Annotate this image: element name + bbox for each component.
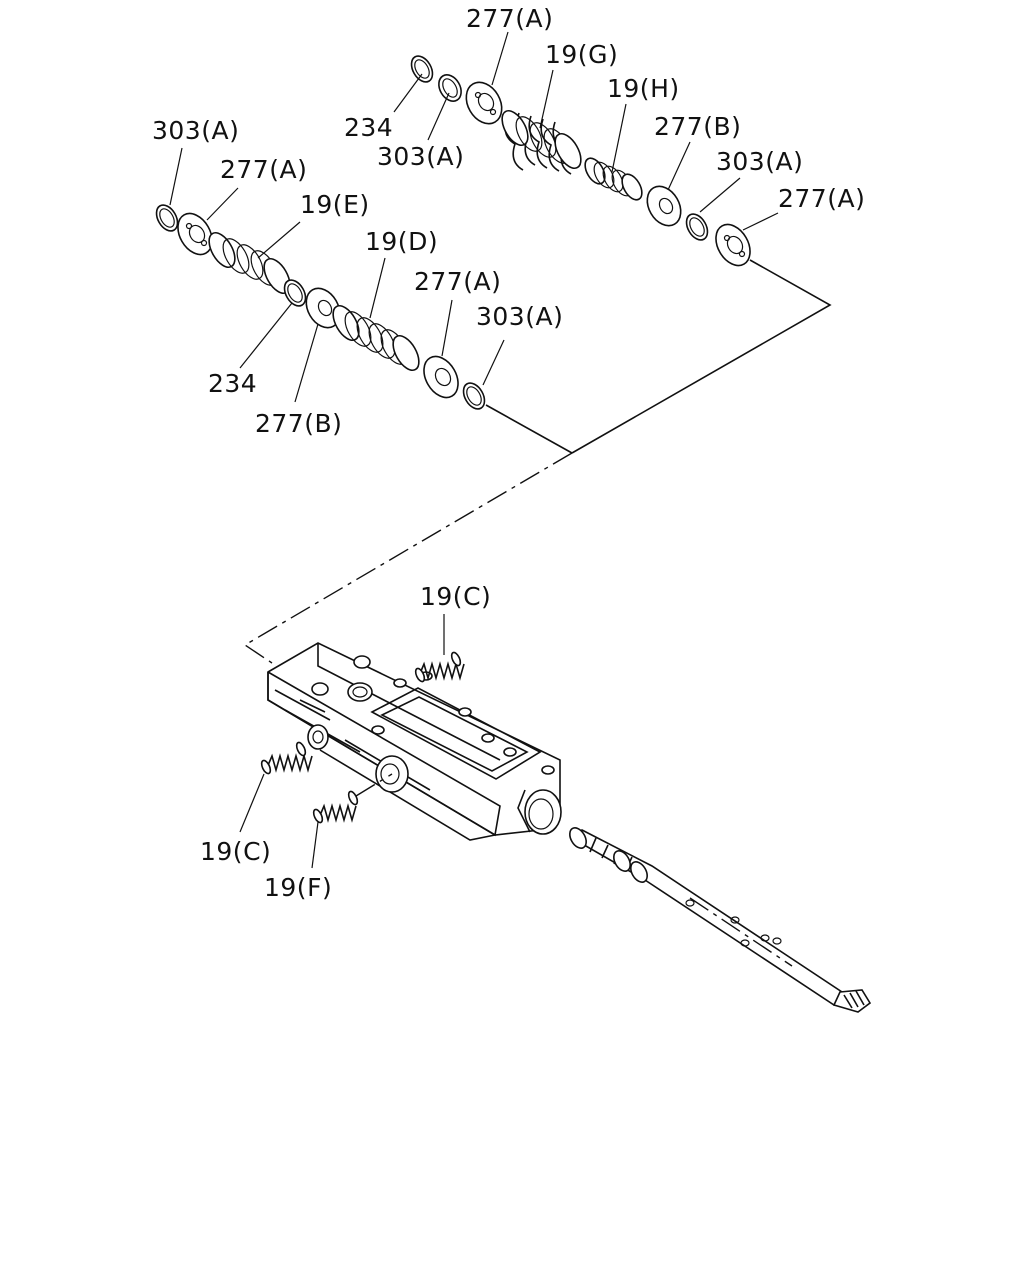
snap-ring-303a-right bbox=[685, 213, 709, 241]
spring-19g bbox=[501, 110, 582, 175]
assembly-line-down bbox=[243, 452, 573, 664]
assembly-line-right bbox=[571, 259, 832, 454]
label-303a-mid: 303(A) bbox=[476, 302, 563, 331]
leader-lines bbox=[169, 31, 779, 869]
valve-body bbox=[267, 642, 562, 841]
spring-19c-top bbox=[414, 651, 465, 683]
label-19c-left: 19(C) bbox=[200, 837, 271, 866]
label-19c-top: 19(C) bbox=[420, 582, 491, 611]
label-303a-right: 303(A) bbox=[716, 147, 803, 176]
label-277a-left: 277(A) bbox=[220, 155, 307, 184]
snap-ring-303a-mid bbox=[462, 382, 486, 410]
label-277b-left: 277(B) bbox=[255, 409, 342, 438]
spring-19c-left bbox=[260, 741, 313, 775]
retainer-277a-mid bbox=[423, 355, 459, 399]
label-19d: 19(D) bbox=[365, 227, 438, 256]
label-19e: 19(E) bbox=[300, 190, 370, 219]
label-234-left: 234 bbox=[208, 369, 257, 398]
washer-277b-top bbox=[646, 185, 682, 227]
assembly-line-mid bbox=[485, 404, 573, 454]
label-277a-top: 277(A) bbox=[466, 4, 553, 33]
snap-ring-303a-top bbox=[438, 74, 462, 102]
label-303a-left: 303(A) bbox=[152, 116, 239, 145]
washer-277b-left bbox=[305, 287, 341, 329]
label-19f: 19(F) bbox=[264, 873, 332, 902]
spring-19f bbox=[312, 773, 393, 824]
spring-19h bbox=[584, 157, 643, 201]
label-234-top: 234 bbox=[344, 113, 393, 142]
snap-ring-234-left bbox=[283, 279, 307, 307]
spring-19d bbox=[332, 305, 420, 371]
label-303a-top: 303(A) bbox=[377, 142, 464, 171]
retainer-277a-left bbox=[177, 212, 213, 256]
label-19h: 19(H) bbox=[607, 74, 680, 103]
label-277b-top: 277(B) bbox=[654, 112, 741, 141]
retainer-277a-right bbox=[715, 223, 751, 267]
retainer-277a-top bbox=[465, 81, 503, 125]
snap-ring-303a-left bbox=[155, 204, 179, 232]
label-277a-mid: 277(A) bbox=[414, 267, 501, 296]
label-19g: 19(G) bbox=[545, 40, 618, 69]
spring-19e bbox=[208, 232, 291, 294]
snap-ring-234-top bbox=[410, 55, 434, 83]
valve-spool bbox=[569, 827, 872, 1013]
label-277a-right: 277(A) bbox=[778, 184, 865, 213]
